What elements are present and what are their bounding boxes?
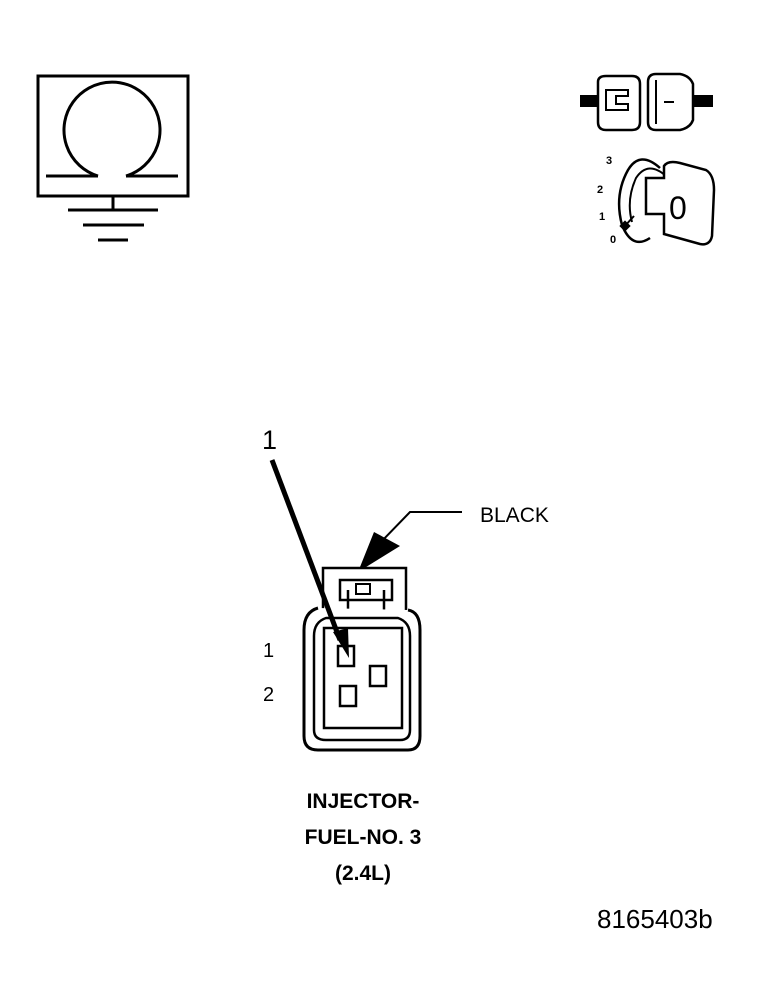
connector-title-line-3: (2.4L) bbox=[334, 862, 391, 885]
terminal bbox=[368, 664, 388, 688]
pin-label-1: 1 bbox=[263, 640, 275, 662]
ignition-position-0: 0 bbox=[610, 234, 617, 246]
pin-2-terminal bbox=[338, 684, 358, 708]
ignition-key-label: 0 bbox=[669, 190, 687, 226]
ignition-position-2: 2 bbox=[597, 184, 604, 196]
ignition-position-3: 3 bbox=[606, 155, 613, 167]
callout-number: 1 bbox=[262, 425, 278, 455]
ignition-position-1: 1 bbox=[599, 211, 606, 223]
connector-title-line-1: INJECTOR- bbox=[306, 790, 420, 813]
figure-id: 8165403b bbox=[597, 904, 713, 934]
connector-title-line-2: FUEL-NO. 3 bbox=[304, 826, 422, 849]
pin-label-2: 2 bbox=[263, 684, 275, 706]
connector-color-label: BLACK bbox=[480, 504, 549, 527]
